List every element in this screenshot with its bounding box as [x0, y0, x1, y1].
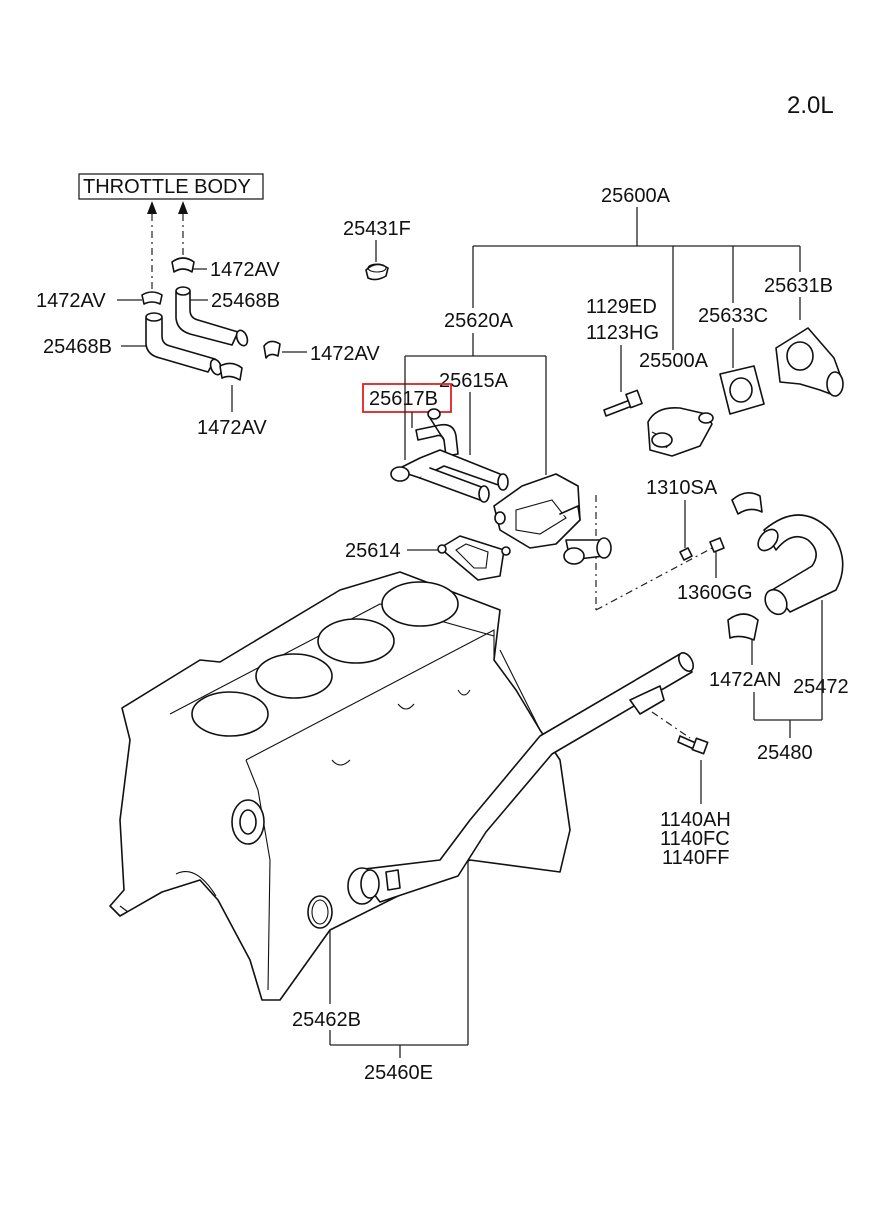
label-1140FF: 1140FF: [662, 847, 729, 869]
o-ring-25462B: [307, 895, 333, 929]
label-1472AV-bottom: 1472AV: [197, 417, 267, 439]
label-25620A: 25620A: [444, 310, 514, 332]
nuts: [679, 537, 725, 561]
throttle-arrows: [147, 201, 188, 295]
label-25615A: 25615A: [439, 370, 509, 392]
label-1123HG: 1123HG: [586, 322, 659, 344]
thermostat-housing: [493, 473, 612, 565]
bolt-1129ED: [603, 389, 643, 417]
throttle-hose-left: [145, 312, 223, 376]
hose-25472: [727, 492, 844, 641]
label-25462B: 25462B: [292, 1009, 361, 1031]
label-1129ED: 1129ED: [586, 296, 657, 318]
bolt-1140AH: [677, 735, 709, 755]
leader-lines: [117, 207, 823, 1058]
throttle-hose-right: [175, 286, 249, 347]
highlight-box-25617B: [362, 383, 452, 413]
throttle-body-label: THROTTLE BODY: [83, 176, 251, 198]
cap-25431F: [365, 263, 389, 281]
label-25472: 25472: [793, 676, 849, 698]
label-25480: 25480: [757, 742, 813, 764]
gasket-25614: [437, 535, 511, 581]
label-25460E: 25460E: [364, 1062, 433, 1084]
label-25468B-right: 25468B: [211, 290, 280, 312]
label-1140FC: 1140FC: [660, 828, 730, 850]
engine-size-label: 2.0L: [787, 92, 834, 119]
label-25600A: 25600A: [601, 185, 671, 207]
label-25500A: 25500A: [639, 350, 709, 372]
label-1360GG: 1360GG: [677, 582, 753, 604]
label-25468B-left: 25468B: [43, 336, 112, 358]
engine-block: [109, 571, 571, 1001]
label-25614: 25614: [345, 540, 401, 562]
label-25633C: 25633C: [698, 305, 768, 327]
label-25617B: 25617B: [369, 388, 438, 410]
throttle-body-box: [78, 173, 264, 200]
pipe-25617B: [415, 408, 459, 457]
label-1472AV-top: 1472AV: [210, 259, 280, 281]
gasket-25633C: [719, 365, 765, 415]
label-1310SA: 1310SA: [646, 477, 718, 499]
pipe-25615A: [390, 449, 509, 503]
label-1472AV-left: 1472AV: [36, 290, 106, 312]
label-1472AV-mid: 1472AV: [310, 343, 380, 365]
thermostat-25500A: [647, 406, 714, 457]
label-25431F: 25431F: [343, 218, 411, 240]
water-outlet-25631B: [775, 327, 844, 397]
label-25631B: 25631B: [764, 275, 833, 297]
water-pipe-25460E: [347, 652, 695, 905]
label-1472AN: 1472AN: [709, 669, 781, 691]
hose-clamps: [141, 257, 281, 381]
label-1140AH: 1140AH: [660, 809, 731, 831]
